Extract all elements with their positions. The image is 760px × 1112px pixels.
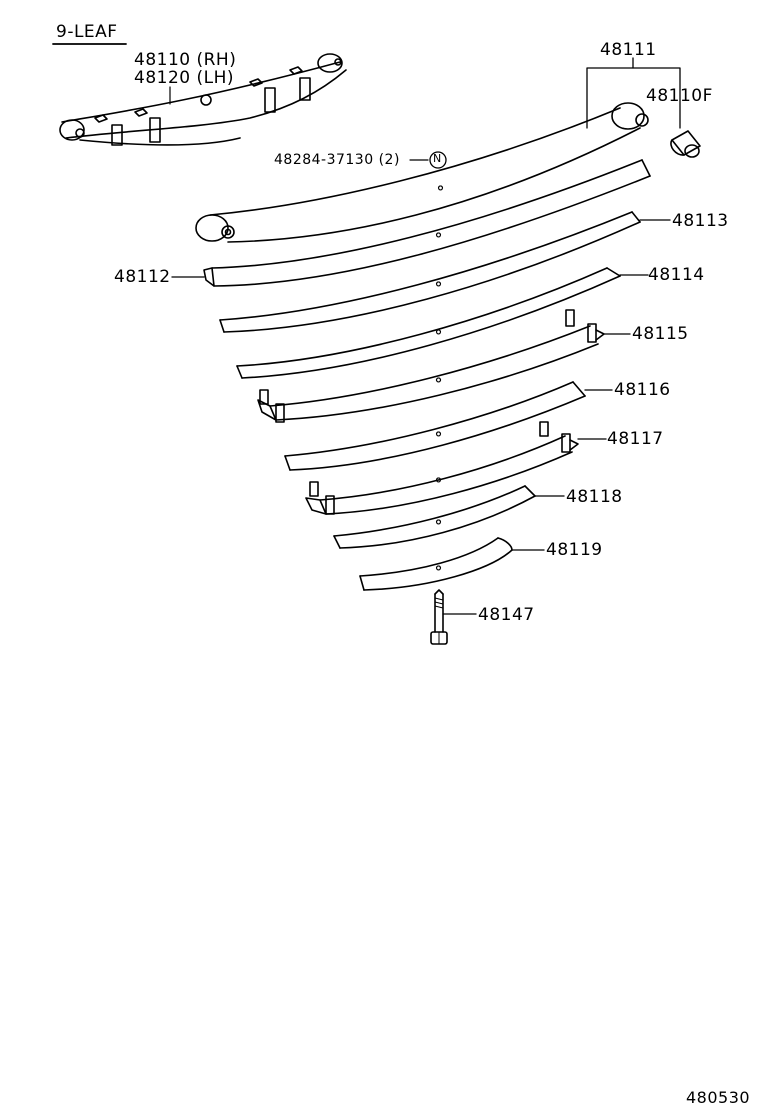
callout-48113[interactable]: 48113 (672, 211, 729, 231)
leaf-48117 (305, 421, 579, 515)
n-symbol-circle (429, 151, 447, 169)
callout-48119[interactable]: 48119 (546, 540, 603, 560)
callout-48110F[interactable]: 48110F (646, 86, 713, 106)
callout-48111[interactable]: 48111 (600, 40, 657, 60)
leaf-48119 (359, 537, 513, 591)
callout-48118[interactable]: 48118 (566, 487, 623, 507)
figure-number: 480530 (686, 1088, 751, 1107)
callout-48112[interactable]: 48112 (114, 267, 171, 287)
leaf-48115 (257, 309, 605, 423)
bolt-note-part[interactable]: 48284-37130 (2) (274, 152, 400, 168)
n-symbol: N (433, 152, 442, 165)
variant-label: 9-LEAF (56, 22, 118, 42)
leaf-48118 (333, 485, 536, 549)
bushing-icon (670, 130, 701, 158)
assembly-rh-part[interactable]: 48110 (RH) (134, 50, 237, 70)
callout-48116[interactable]: 48116 (614, 380, 671, 400)
leaf-48114 (236, 267, 621, 379)
leaf-48112 (203, 159, 651, 287)
callout-48115[interactable]: 48115 (632, 324, 689, 344)
leaf-48113 (219, 211, 641, 333)
assembly-lh-part[interactable]: 48120 (LH) (134, 68, 235, 88)
spring-assembly-icon (59, 53, 347, 146)
callout-48114[interactable]: 48114 (648, 265, 705, 285)
leaf-48116 (284, 381, 586, 471)
leaf-48111 (195, 102, 649, 243)
callout-48117[interactable]: 48117 (607, 429, 664, 449)
callout-48147[interactable]: 48147 (478, 605, 535, 625)
center-bolt-icon (430, 589, 448, 645)
